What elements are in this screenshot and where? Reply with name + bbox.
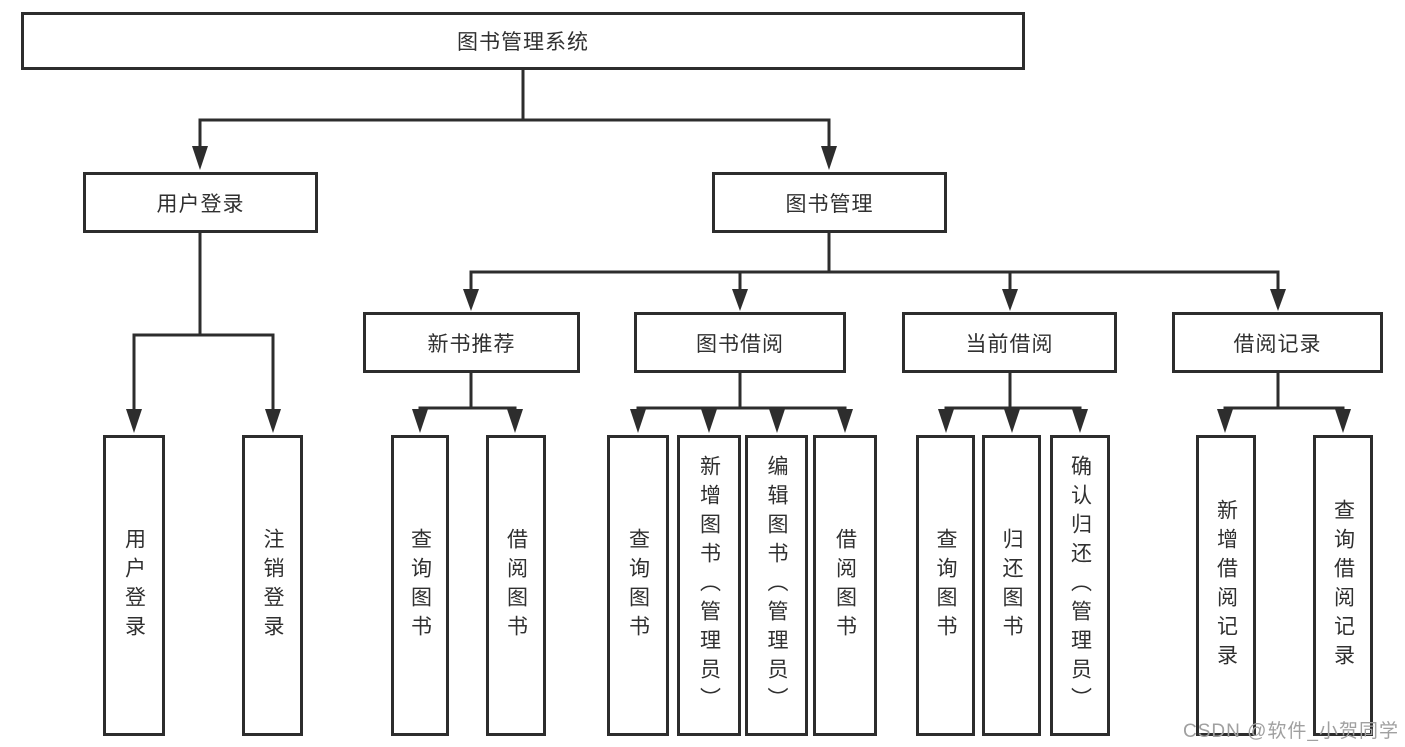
node-current-borrowing: 当前借阅: [902, 312, 1117, 373]
leaf-add-borrow-record: 新增借阅记录: [1196, 435, 1256, 736]
leaf-edit-books-admin: 编辑图书（管理员）: [745, 435, 808, 736]
arrowhead: [1004, 409, 1020, 433]
leaf-query-books-recommend: 查询图书: [391, 435, 449, 736]
arrowhead: [1002, 289, 1018, 311]
leaf-label: 查询图书: [626, 527, 650, 644]
leaf-label: 查询图书: [934, 527, 957, 644]
arrowhead: [1270, 289, 1286, 311]
arrowhead: [1217, 409, 1233, 433]
arrowhead: [192, 146, 208, 170]
arrowhead: [1335, 409, 1351, 433]
arrowhead: [938, 409, 954, 433]
leaf-label: 借阅图书: [833, 527, 857, 644]
node-label: 图书借阅: [696, 332, 784, 356]
leaf-label: 新增借阅记录: [1214, 498, 1238, 673]
leaf-borrow-books-recommend: 借阅图书: [486, 435, 546, 736]
leaf-logout: 注销登录: [242, 435, 303, 736]
leaf-confirm-return-admin: 确认归还（管理员）: [1050, 435, 1110, 736]
arrowhead: [769, 409, 785, 433]
arrowhead: [732, 289, 748, 311]
connector-newbook-rail: [418, 406, 517, 411]
leaf-label: 查询借阅记录: [1331, 498, 1355, 673]
node-label: 用户登录: [156, 192, 245, 216]
arrowhead: [821, 146, 837, 170]
leaf-label: 归还图书: [1000, 527, 1023, 644]
leaf-borrow-books-borrowing: 借阅图书: [813, 435, 877, 736]
node-label: 图书管理系统: [457, 31, 589, 54]
node-new-book-recommendation: 新书推荐: [363, 312, 580, 373]
node-book-borrowing: 图书借阅: [634, 312, 846, 373]
node-borrowing-records: 借阅记录: [1172, 312, 1383, 373]
watermark: CSDN @软件_小贺同学: [1183, 721, 1399, 742]
leaf-return-books: 归还图书: [982, 435, 1041, 736]
arrowhead: [412, 409, 428, 433]
leaf-user-login: 用户登录: [103, 435, 165, 736]
connector-records-rail: [1223, 406, 1345, 411]
node-library-management-system: 图书管理系统: [21, 12, 1025, 70]
arrowhead: [837, 409, 853, 433]
connector-level3-rail: [469, 270, 1280, 292]
leaf-label: 查询图书: [408, 527, 432, 644]
leaf-label: 用户登录: [122, 527, 146, 644]
connector-level2-rail: [198, 118, 831, 149]
leaf-label: 新增图书（管理员）: [697, 455, 721, 716]
arrowhead: [701, 409, 717, 433]
leaf-query-borrow-record: 查询借阅记录: [1313, 435, 1373, 736]
leaf-query-books-current: 查询图书: [916, 435, 975, 736]
arrowhead: [630, 409, 646, 433]
arrowhead: [126, 409, 142, 433]
connector-userlogin-rail: [132, 333, 275, 411]
node-label: 图书管理: [785, 192, 874, 216]
connector-borrow-rail: [636, 406, 847, 411]
arrowhead: [507, 409, 523, 433]
leaf-label: 编辑图书（管理员）: [765, 455, 788, 716]
node-label: 新书推荐: [427, 332, 516, 356]
arrowhead: [463, 289, 479, 311]
leaf-label: 借阅图书: [504, 527, 528, 644]
node-label: 当前借阅: [965, 332, 1054, 356]
node-book-management: 图书管理: [712, 172, 947, 233]
node-user-login: 用户登录: [83, 172, 318, 233]
arrowhead: [1072, 409, 1088, 433]
leaf-label: 注销登录: [261, 527, 284, 644]
leaf-label: 确认归还（管理员）: [1068, 455, 1092, 716]
leaf-add-books-admin: 新增图书（管理员）: [677, 435, 741, 736]
leaf-query-books-borrowing: 查询图书: [607, 435, 669, 736]
arrowhead: [265, 409, 281, 433]
node-label: 借阅记录: [1233, 332, 1322, 356]
